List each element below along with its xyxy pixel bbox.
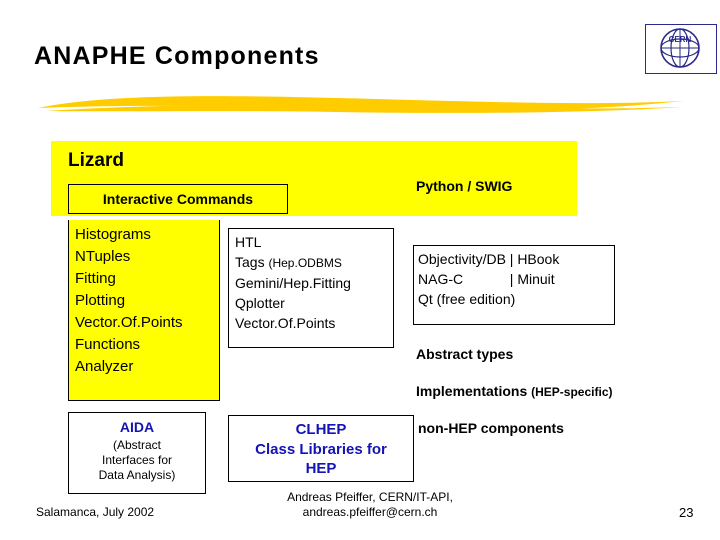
list-item: HTL	[229, 229, 393, 252]
clhep-title: CLHEP	[295, 421, 347, 438]
implementations-label: Implementations (HEP-specific)	[416, 383, 613, 399]
component-name: Tags	[235, 254, 265, 270]
component-name: HTL	[235, 234, 262, 250]
decorative-swoosh	[36, 92, 686, 114]
implementations-sub-text: (HEP-specific)	[531, 385, 613, 399]
component-note: (Hep.ODBMS	[268, 256, 342, 270]
cern-logo: CERN	[645, 24, 717, 74]
external-packages-box: Objectivity/DB | HBook NAG-C | Minuit Qt…	[413, 245, 615, 325]
component-name: Qplotter	[235, 295, 285, 311]
footer-email: andreas.pfeiffer@cern.ch	[302, 505, 438, 519]
footer-author: Andreas Pfeiffer, CERN/IT-API,	[287, 490, 453, 504]
lizard-heading: Lizard	[68, 150, 124, 171]
aida-box: AIDA (Abstract Interfaces for Data Analy…	[68, 412, 206, 494]
page-title: ANAPHE Components	[34, 42, 320, 70]
list-item: Qt (free edition)	[418, 291, 516, 307]
aida-line: (Abstract	[112, 438, 161, 452]
list-item: Functions	[75, 336, 141, 353]
clhep-line: Class Libraries for	[255, 441, 387, 458]
page-number: 23	[679, 505, 694, 520]
implementation-components-box: HTL Tags (Hep.ODBMS Gemini/Hep.Fitting Q…	[228, 228, 394, 348]
abstract-types-label: Abstract types	[416, 346, 514, 362]
list-item: Vector.Of.Points	[75, 314, 183, 331]
lizard-feature-list: Histograms NTuples Fitting Plotting Vect…	[68, 220, 220, 401]
list-item: Qplotter	[229, 293, 393, 313]
list-item: Histograms	[75, 226, 151, 243]
implementations-text: Implementations	[416, 383, 528, 399]
clhep-subtitle: Class Libraries for HEP	[229, 438, 413, 478]
interactive-commands-box[interactable]: Interactive Commands	[68, 184, 288, 214]
list-item: NAG-C | Minuit	[418, 271, 555, 287]
list-item: Vector.Of.Points	[229, 313, 393, 333]
aida-line: Data Analysis)	[98, 468, 176, 482]
list-item: NTuples	[75, 248, 131, 265]
list-item: Tags (Hep.ODBMS	[229, 252, 393, 273]
component-name: Gemini/Hep.Fitting	[235, 275, 351, 291]
clhep-box: CLHEP Class Libraries for HEP	[228, 415, 414, 482]
aida-line: Interfaces for	[101, 453, 173, 467]
list-item: Fitting	[75, 270, 116, 287]
non-hep-components-label: non-HEP components	[418, 420, 564, 436]
list-item: Objectivity/DB | HBook	[418, 251, 560, 267]
clhep-line: HEP	[305, 460, 337, 477]
component-name: Vector.Of.Points	[235, 315, 336, 331]
aida-title: AIDA	[119, 419, 155, 435]
aida-description: (Abstract Interfaces for Data Analysis)	[69, 435, 205, 483]
cern-logo-text: CERN	[669, 35, 692, 44]
interactive-commands-label: Interactive Commands	[102, 191, 254, 207]
footer-center: Andreas Pfeiffer, CERN/IT-API, andreas.p…	[245, 490, 495, 520]
list-item: Gemini/Hep.Fitting	[229, 273, 393, 293]
python-swig-label: Python / SWIG	[416, 178, 513, 194]
list-item: Plotting	[75, 292, 126, 309]
list-item: Analyzer	[75, 358, 134, 375]
footer-left: Salamanca, July 2002	[36, 505, 155, 519]
